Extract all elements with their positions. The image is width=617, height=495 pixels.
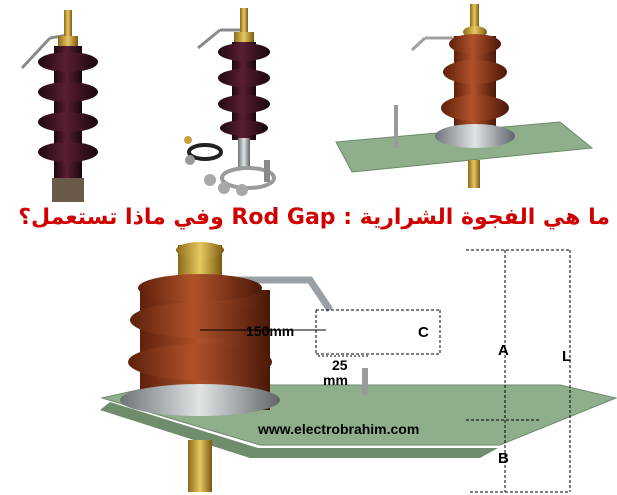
dimension-25-value: 25 [332, 357, 348, 373]
website-watermark: www.electrobrahim.com [258, 421, 420, 437]
dimension-25-unit: mm [323, 372, 348, 388]
rod-gap-assembly-small-illustration [335, 4, 594, 188]
rod-gap-assembly-main-illustration [100, 242, 617, 492]
page-title: ما هي الفجوة الشرارية : Rod Gap وفي ماذا… [18, 205, 610, 230]
dimension-lines [200, 249, 571, 493]
insulator-2-illustration [184, 8, 276, 196]
dimension-label-c: C [418, 324, 429, 341]
dimension-label-a: A [498, 342, 509, 359]
dimension-label-l: L [562, 348, 572, 365]
insulator-1-illustration [20, 10, 98, 202]
dimension-150mm: 150mm [246, 323, 295, 339]
dimension-label-b: B [498, 450, 509, 467]
